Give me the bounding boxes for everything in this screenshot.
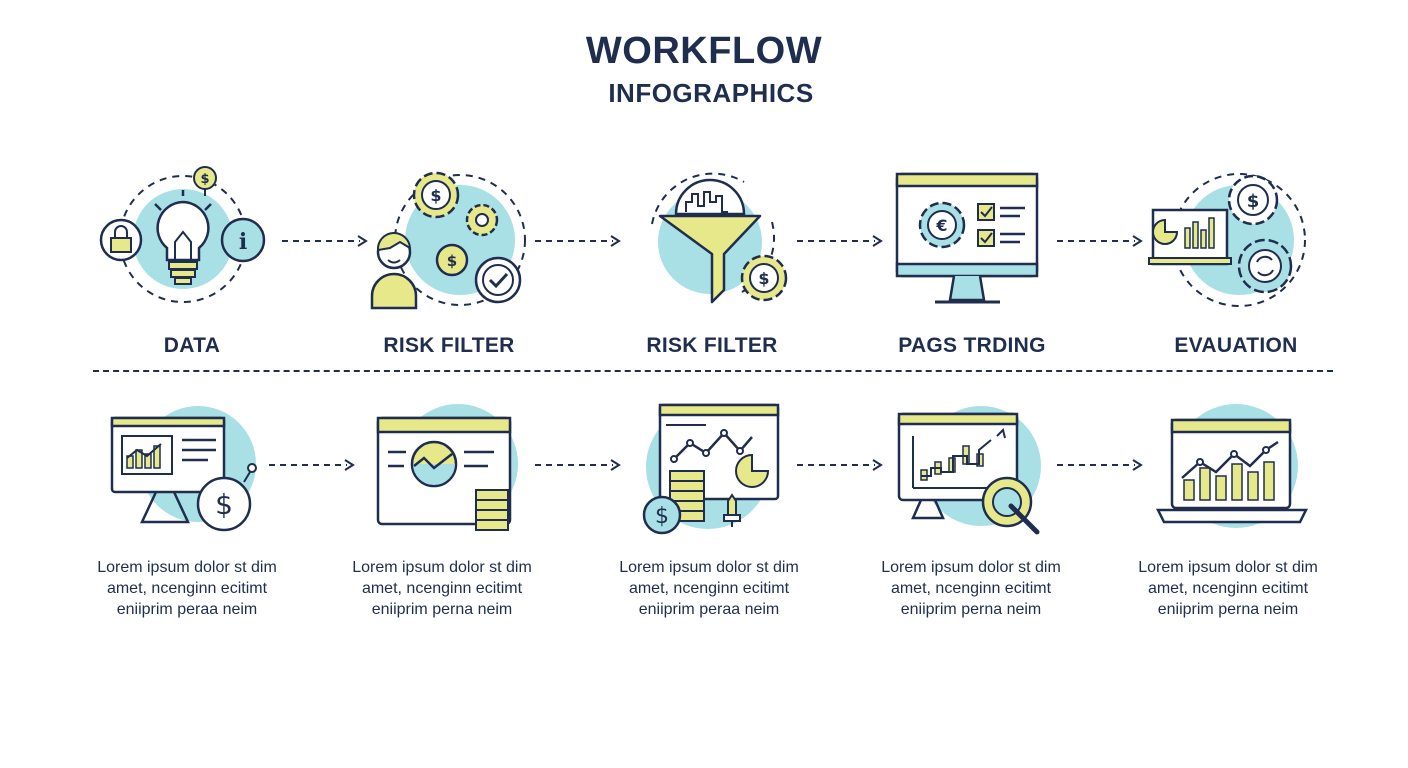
step-description: Lorem ipsum dolor st dim amet, ncenginn … — [1103, 557, 1353, 620]
monitor-magnifier-icon — [885, 392, 1065, 542]
svg-text:$: $ — [215, 488, 233, 521]
arrow-1 — [280, 235, 370, 247]
svg-text:$: $ — [655, 504, 669, 529]
step-label: DATA — [163, 334, 221, 357]
step-label: RISK FILTER — [383, 334, 515, 357]
description-line: Lorem ipsum dolor st dim — [352, 559, 532, 576]
svg-text:i: i — [239, 229, 247, 255]
description-line: amet, ncenginn ecitimt — [890, 580, 1052, 597]
funnel-icon: $ — [622, 162, 802, 312]
svg-text:$: $ — [758, 269, 769, 288]
arrow-8 — [1055, 459, 1145, 471]
chart-gears-icon: $ — [1143, 160, 1323, 310]
laptop-chart-icon — [1148, 392, 1328, 542]
svg-text:$: $ — [430, 186, 441, 205]
description-line: eniiprim perna neim — [1157, 601, 1299, 618]
lightbulb-icon: i $ — [93, 162, 273, 312]
description-line: amet, ncenginn ecitimt — [361, 580, 523, 597]
step-description: Lorem ipsum dolor st dim amet, ncenginn … — [62, 557, 312, 620]
monitor-checklist-icon: € — [880, 162, 1060, 312]
description-line: eniiprim perna neim — [900, 601, 1042, 618]
svg-text:$: $ — [200, 172, 209, 187]
description-line: Lorem ipsum dolor st dim — [1138, 559, 1318, 576]
description-line: eniiprim perna neim — [371, 601, 513, 618]
dashboard-coins-icon: $ — [630, 395, 810, 545]
subtitle: INFOGRAPHICS — [608, 78, 814, 108]
svg-text:$: $ — [1247, 191, 1260, 212]
description-line: amet, ncenginn ecitimt — [1147, 580, 1309, 597]
arrow-3 — [795, 235, 885, 247]
divider — [93, 370, 1333, 372]
step-description: Lorem ipsum dolor st dim amet, ncenginn … — [317, 557, 567, 620]
arrow-6 — [533, 459, 623, 471]
description-line: Lorem ipsum dolor st dim — [97, 559, 277, 576]
description-line: amet, ncenginn ecitimt — [106, 580, 268, 597]
step-label: PAGS TRDING — [898, 334, 1046, 357]
step-label: EVAUATION — [1174, 334, 1298, 357]
step-description: Lorem ipsum dolor st dim amet, ncenginn … — [584, 557, 834, 620]
arrow-5 — [267, 459, 357, 471]
arrow-4 — [1055, 235, 1145, 247]
step-label: RISK FILTER — [646, 334, 778, 357]
person-gears-icon: $ $ — [360, 160, 540, 310]
description-line: eniiprim peraa neim — [116, 601, 258, 618]
description-line: eniiprim peraa neim — [638, 601, 780, 618]
description-line: amet, ncenginn ecitimt — [628, 580, 790, 597]
arrow-2 — [533, 235, 623, 247]
svg-text:$: $ — [447, 252, 457, 270]
svg-text:€: € — [935, 216, 947, 235]
description-line: Lorem ipsum dolor st dim — [619, 559, 799, 576]
monitor-dollar-icon: $ — [100, 392, 280, 542]
title: WORKFLOW — [585, 30, 823, 72]
step-description: Lorem ipsum dolor st dim amet, ncenginn … — [846, 557, 1096, 620]
browser-coins-icon — [358, 392, 538, 542]
description-line: Lorem ipsum dolor st dim — [881, 559, 1061, 576]
arrow-7 — [795, 459, 885, 471]
